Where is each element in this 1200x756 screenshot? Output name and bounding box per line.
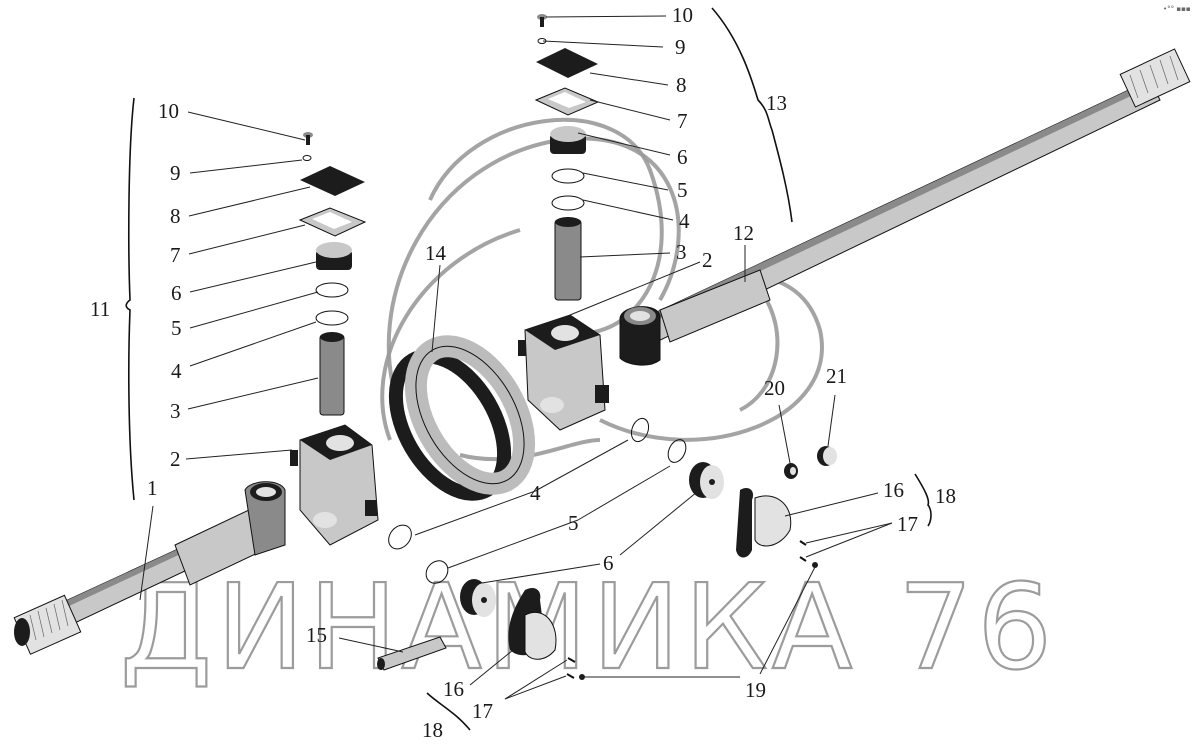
part-9-left-washer [302, 155, 312, 161]
label-9-left: 9 [170, 161, 181, 185]
part-4-right-o-ring [551, 195, 585, 211]
label-16-right: 16 [883, 478, 904, 502]
decorative-swirls [380, 117, 824, 462]
brace-11 [125, 97, 135, 501]
part-21-nut [817, 446, 837, 466]
label-1: 1 [147, 476, 158, 500]
part-10-right-bolt [537, 14, 547, 27]
part-4-lower-ring-b [388, 524, 412, 550]
label-6-right: 6 [677, 145, 688, 169]
label-15: 15 [306, 623, 327, 647]
part-1-left-axle-shaft [13, 481, 286, 655]
part-2-right-knuckle [518, 314, 609, 431]
brace-18-lower [426, 692, 471, 731]
part-10-left-bolt [303, 132, 313, 145]
part-6-lower-bushing-b [460, 579, 496, 617]
part-6-left-bushing [316, 242, 352, 270]
label-2-left: 2 [170, 447, 181, 471]
part-5-right-seal [551, 168, 585, 184]
part-5-lower-seal-a [667, 439, 687, 463]
label-17-right: 17 [897, 512, 918, 536]
part-2-left-knuckle [290, 424, 379, 546]
group-braces [125, 7, 932, 731]
part-4-lower-ring-a [630, 417, 650, 443]
label-8-right: 8 [676, 73, 687, 97]
label-4-left: 4 [171, 359, 182, 383]
leader-lines [139, 15, 893, 700]
lower-parts [377, 417, 837, 680]
part-5-lower-seal-b [425, 560, 449, 584]
label-18-right: 18 [935, 484, 956, 508]
part-17-screws [566, 540, 807, 679]
label-2-right: 2 [702, 248, 713, 272]
label-7-right: 7 [677, 109, 688, 133]
label-18-lower: 18 [422, 718, 443, 742]
part-3-right-king-pin [554, 219, 582, 301]
brace-13 [711, 7, 793, 223]
label-11: 11 [90, 297, 110, 321]
part-15-pin [377, 636, 447, 671]
part-16-lower-lever [508, 588, 557, 660]
part-3-left-king-pin [319, 334, 345, 416]
part-6-right-bushing [550, 126, 586, 154]
label-14: 14 [425, 241, 447, 265]
label-10-right: 10 [672, 3, 693, 27]
part-19-ball-a [579, 674, 585, 680]
part-19-ball-b [812, 562, 818, 568]
part-16-right-lever [736, 488, 792, 558]
brace-18-right [914, 473, 932, 527]
label-13: 13 [766, 91, 787, 115]
label-4-lower: 4 [530, 481, 541, 505]
part-5-left-seal [315, 282, 349, 298]
part-20-washer [784, 463, 798, 479]
corner-mark: •°° ▪▪▪ [1163, 5, 1191, 13]
label-21: 21 [826, 364, 847, 388]
part-8-left-cover [300, 166, 365, 196]
label-5-lower: 5 [568, 511, 579, 535]
label-8-left: 8 [170, 204, 181, 228]
label-3-right: 3 [676, 240, 687, 264]
part-labels: 10 9 8 7 6 5 4 3 2 1 11 10 9 8 7 6 5 4 3… [90, 3, 956, 742]
label-20: 20 [764, 376, 785, 400]
right-stack-parts [518, 14, 609, 431]
label-7-left: 7 [170, 243, 181, 267]
part-6-lower-bushing-a [689, 462, 724, 499]
part-8-right-cover [536, 48, 598, 78]
label-6-left: 6 [171, 281, 182, 305]
label-5-right: 5 [677, 178, 688, 202]
label-5-left: 5 [171, 316, 182, 340]
label-17-lower: 17 [472, 699, 493, 723]
label-4-right: 4 [679, 209, 690, 233]
label-12: 12 [733, 221, 754, 245]
label-10-left: 10 [158, 99, 179, 123]
left-stack-parts [298, 132, 367, 416]
label-9-right: 9 [675, 35, 686, 59]
part-4-left-o-ring [315, 310, 349, 326]
part-12-right-axle-shaft [619, 48, 1191, 366]
label-19: 19 [745, 678, 766, 702]
label-6-lower: 6 [603, 551, 614, 575]
label-3-left: 3 [170, 399, 181, 423]
watermark-text: ДИНАМИКА 76 [120, 558, 1056, 696]
label-16-lower: 16 [443, 677, 464, 701]
